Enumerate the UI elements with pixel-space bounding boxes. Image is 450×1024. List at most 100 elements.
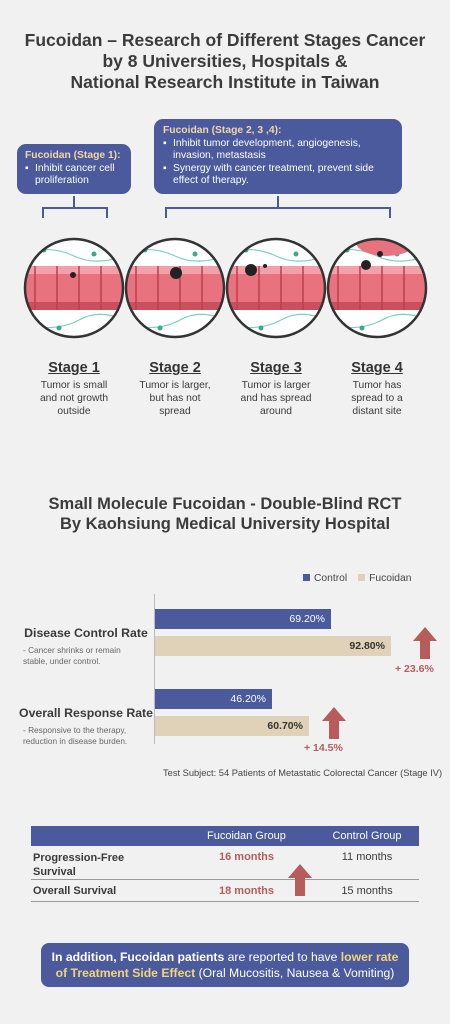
table-cell-control: 15 months bbox=[315, 879, 419, 902]
callout-stage-1: Fucoidan (Stage 1): Inhibit cancer cell … bbox=[17, 144, 131, 194]
callout-stage-1-title: Fucoidan (Stage 1): bbox=[25, 150, 121, 161]
up-arrow-icon bbox=[288, 864, 312, 896]
stage-2-desc: Tumor is larger, but has not spread bbox=[125, 379, 225, 418]
bar-label: 69.20% bbox=[289, 613, 325, 625]
stage-4-desc: Tumor has spread to a distant site bbox=[327, 379, 427, 418]
stage-desc-line: distant site bbox=[352, 406, 402, 417]
metric-desc-line: stable, under control. bbox=[23, 655, 101, 666]
table-cell-fucoidan: 16 months bbox=[189, 846, 315, 880]
stage-3-desc: Tumor is larger and has spread around bbox=[226, 379, 326, 418]
stage-desc-line: but has not bbox=[149, 393, 201, 404]
tumor-mark bbox=[245, 264, 257, 276]
colon-stage-4 bbox=[326, 237, 428, 339]
table-row: Overall Survival 18 months 15 months bbox=[31, 879, 419, 902]
subject-note: Test Subject: 54 Patients of Metastatic … bbox=[163, 768, 443, 778]
metric-name: Overall Response Rate bbox=[19, 706, 153, 720]
stage-1-name: Stage 1 bbox=[48, 360, 100, 376]
bracket-stem-stage-1 bbox=[73, 196, 75, 208]
bracket-stage-234 bbox=[165, 207, 391, 218]
table-header-row: Fucoidan Group Control Group bbox=[31, 826, 419, 846]
banner-part-4: (Oral Mucositis, Nausea & Vomiting) bbox=[195, 966, 395, 980]
diff-dcr: + 23.6% bbox=[395, 663, 434, 675]
stage-desc-line: and has spread bbox=[240, 393, 312, 404]
stage-4-name: Stage 4 bbox=[351, 360, 403, 376]
bar-control-orr: 46.20% bbox=[155, 689, 272, 709]
title-line-1: Fucoidan – Research of Different Stages … bbox=[24, 30, 426, 50]
rct-title: Small Molecule Fucoidan - Double-Blind R… bbox=[0, 494, 450, 534]
title-line-2: by 8 Universities, Hospitals & bbox=[102, 51, 348, 71]
table-cell-fucoidan: 18 months bbox=[189, 879, 315, 902]
page-title: Fucoidan – Research of Different Stages … bbox=[0, 30, 450, 93]
banner-part-2: are reported to have bbox=[224, 950, 341, 964]
bracket-stage-1 bbox=[42, 207, 108, 218]
stage-desc-line: Tumor is larger, bbox=[139, 380, 211, 391]
metric-overall-response: Overall Response Rate - Responsive to th… bbox=[17, 706, 155, 746]
callout-stage-2-3-4: Fucoidan (Stage 2, 3 ,4): Inhibit tumor … bbox=[154, 119, 402, 194]
tumor-mark bbox=[361, 260, 371, 270]
tumor-mark bbox=[170, 267, 182, 279]
table-row: Progression-Free Survival 16 months 11 m… bbox=[31, 846, 419, 880]
callout-stage-234-title: Fucoidan (Stage 2, 3 ,4): bbox=[163, 125, 282, 136]
survival-table: Fucoidan Group Control Group Progression… bbox=[31, 826, 419, 902]
bar-label: 46.20% bbox=[230, 693, 266, 705]
stage-3-name: Stage 3 bbox=[250, 360, 302, 376]
stage-desc-line: Tumor is larger bbox=[241, 380, 311, 391]
stage-2-name: Stage 2 bbox=[149, 360, 201, 376]
colon-stage-1 bbox=[23, 237, 125, 339]
bracket-stem-stage-234 bbox=[277, 196, 279, 208]
row-label-line: Progression-Free bbox=[33, 852, 125, 864]
stage-desc-line: outside bbox=[57, 406, 91, 417]
row-label-line: Survival bbox=[33, 866, 76, 878]
metric-desc-line: - Cancer shrinks or remain bbox=[23, 645, 121, 655]
banner-highlight: lower rate of Treatment Side Effect bbox=[55, 950, 399, 980]
legend-swatch-fucoidan bbox=[358, 574, 366, 581]
stage-3: Stage 3 Tumor is larger and has spread a… bbox=[226, 360, 326, 418]
bar-label: 60.70% bbox=[267, 720, 303, 732]
rct-title-line-1: Small Molecule Fucoidan - Double-Blind R… bbox=[48, 495, 402, 513]
up-arrow-icon bbox=[413, 627, 437, 659]
stage-desc-line: Tumor has bbox=[352, 380, 402, 391]
legend-control: Control bbox=[314, 573, 348, 584]
up-arrow-icon bbox=[322, 707, 346, 739]
table-header bbox=[31, 826, 189, 846]
bar-label: 92.80% bbox=[349, 640, 385, 652]
stage-1-desc: Tumor is small and not growth outside bbox=[24, 379, 124, 418]
legend-fucoidan: Fucoidan bbox=[369, 573, 412, 584]
diff-orr: + 14.5% bbox=[304, 742, 343, 754]
chart-legend: Control Fucoidan bbox=[303, 573, 411, 584]
metric-desc: - Cancer shrinks or remain stable, under… bbox=[17, 645, 155, 666]
bar-control-dcr: 69.20% bbox=[155, 609, 331, 629]
metric-desc: - Responsive to the therapy, reduction i… bbox=[17, 725, 155, 746]
metric-name: Disease Control Rate bbox=[24, 626, 148, 640]
stage-desc-line: Tumor is small bbox=[40, 380, 108, 391]
metric-disease-control: Disease Control Rate - Cancer shrinks or… bbox=[17, 626, 155, 666]
bar-fucoidan-dcr: 92.80% bbox=[155, 636, 391, 656]
stage-2: Stage 2 Tumor is larger, but has not spr… bbox=[125, 360, 225, 418]
bar-fucoidan-orr: 60.70% bbox=[155, 716, 309, 736]
tumor-mark bbox=[70, 272, 76, 278]
table-header: Control Group bbox=[315, 826, 419, 846]
colon-stage-3 bbox=[225, 237, 327, 339]
chart-axis bbox=[154, 594, 155, 744]
stage-desc-line: spread to a bbox=[351, 393, 403, 404]
table-cell-control: 11 months bbox=[315, 846, 419, 880]
table-header: Fucoidan Group bbox=[189, 826, 315, 846]
callout-stage-234-item: Synergy with cancer treatment, prevent s… bbox=[163, 163, 393, 188]
colon-stage-2 bbox=[124, 237, 226, 339]
stage-desc-line: spread bbox=[159, 406, 191, 417]
stage-1: Stage 1 Tumor is small and not growth ou… bbox=[24, 360, 124, 418]
rct-title-line-2: By Kaohsiung Medical University Hospital bbox=[59, 515, 391, 533]
metric-desc-line: - Responsive to the therapy, bbox=[23, 725, 127, 735]
banner-part-1: In addition, Fucoidan patients bbox=[51, 950, 225, 964]
colon-illustrations bbox=[23, 237, 428, 339]
stage-desc-line: around bbox=[259, 406, 293, 417]
stage-4: Stage 4 Tumor has spread to a distant si… bbox=[327, 360, 427, 418]
table-cell-label: Overall Survival bbox=[31, 879, 189, 902]
callout-stage-234-item: Inhibit tumor development, angiogenesis,… bbox=[163, 138, 393, 163]
side-effect-banner: In addition, Fucoidan patients are repor… bbox=[41, 943, 409, 987]
metric-desc-line: reduction in disease burden. bbox=[23, 735, 128, 746]
legend-swatch-control bbox=[303, 574, 310, 581]
table-cell-label: Progression-Free Survival bbox=[31, 846, 189, 880]
stage-desc-line: and not growth bbox=[39, 393, 109, 404]
callout-stage-1-item: Inhibit cancer cell proliferation bbox=[25, 163, 123, 188]
